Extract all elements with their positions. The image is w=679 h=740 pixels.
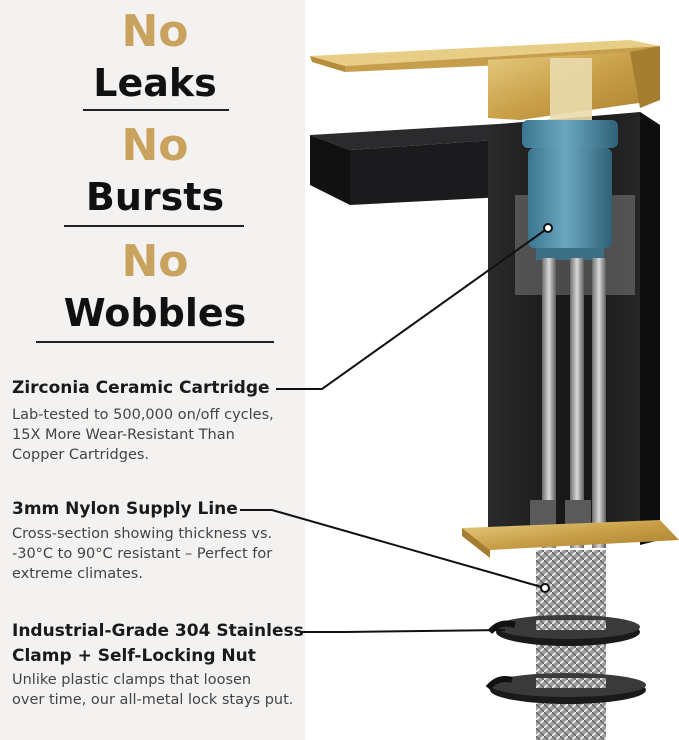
gold-lever-handle <box>310 40 660 120</box>
headline-no-2: No <box>121 120 189 171</box>
desc-line: -30°C to 90°C resistant – Perfect for <box>12 546 273 562</box>
desc-line: Unlike plastic clamps that loosen <box>12 672 252 688</box>
headline-no-3: No <box>121 236 189 287</box>
desc-line: Lab-tested to 500,000 on/off cycles, <box>12 407 274 423</box>
desc-line: 15X More Wear-Resistant Than <box>12 427 235 443</box>
cartridge-stem <box>550 58 592 120</box>
feature-title-cartridge: Zirconia Ceramic Cartridge <box>12 378 270 398</box>
divider-3 <box>36 341 274 343</box>
text-panel <box>0 0 305 740</box>
headline-bursts: Bursts <box>85 175 225 219</box>
headline-no-1: No <box>121 6 189 57</box>
ceramic-cartridge <box>522 120 618 260</box>
headline-wobbles: Wobbles <box>63 291 247 335</box>
desc-line: Cross-section showing thickness vs. <box>12 526 273 542</box>
title-line: Clamp + Self-Locking Nut <box>12 646 256 666</box>
gold-base-plate <box>462 520 679 558</box>
feature-desc-clamp: Unlike plastic clamps that loosen over t… <box>12 670 312 710</box>
callout-lines <box>240 223 553 633</box>
feature-desc-cartridge: Lab-tested to 500,000 on/off cycles, 15X… <box>12 405 312 465</box>
feature-title-supply-line: 3mm Nylon Supply Line <box>12 499 238 519</box>
stainless-clamp-and-nut <box>485 615 646 704</box>
divider-1 <box>83 109 229 111</box>
feature-title-clamp: Industrial-Grade 304 Stainless Clamp + S… <box>12 619 304 669</box>
desc-line: over time, our all-metal lock stays put. <box>12 692 294 708</box>
divider-2 <box>64 225 244 227</box>
headline-leaks: Leaks <box>93 61 217 105</box>
title-line: Industrial-Grade 304 Stainless <box>12 621 304 641</box>
feature-desc-supply-line: Cross-section showing thickness vs. -30°… <box>12 524 312 584</box>
desc-line: extreme climates. <box>12 566 143 582</box>
desc-line: Copper Cartridges. <box>12 447 150 463</box>
